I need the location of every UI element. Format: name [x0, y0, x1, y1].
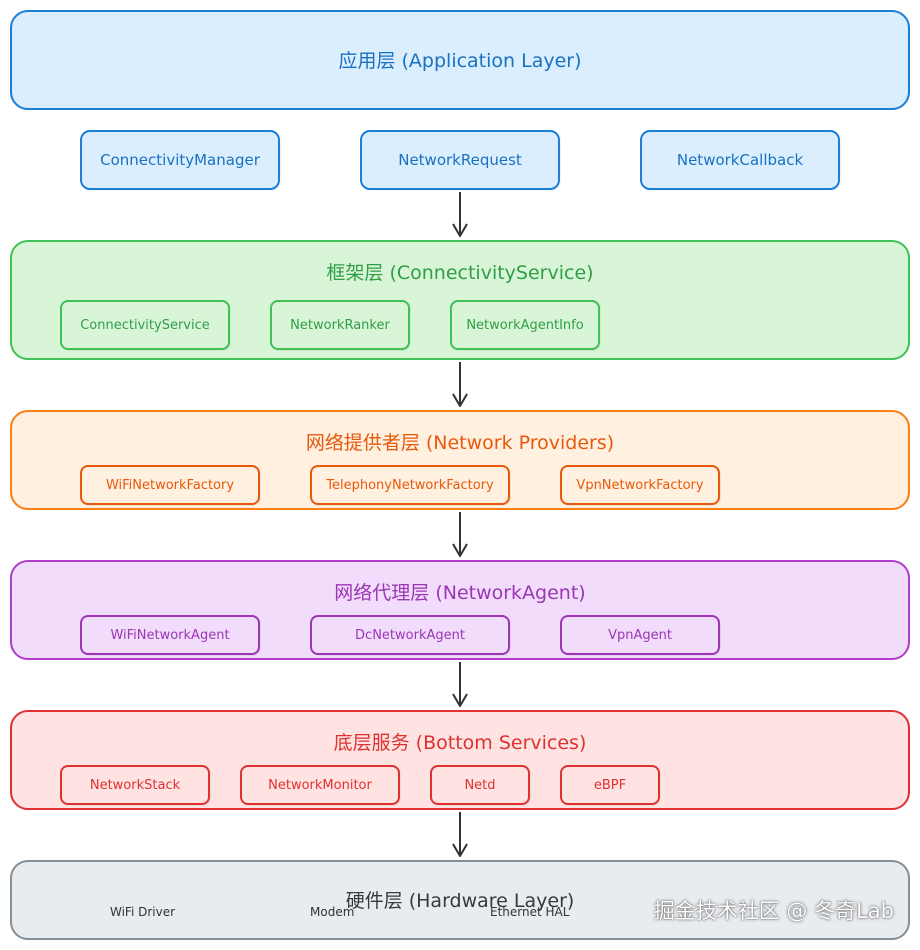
wifi-network-factory-box: WiFiNetworkFactory	[80, 465, 260, 505]
wifi-network-agent-box: WiFiNetworkAgent	[80, 615, 260, 655]
hardware-layer: 硬件层 (Hardware Layer)	[10, 860, 910, 940]
network-callback-box: NetworkCallback	[640, 130, 840, 190]
ebpf-box: eBPF	[560, 765, 660, 805]
network-providers-layer-title: 网络提供者层 (Network Providers)	[305, 432, 615, 454]
bottom-services-layer-title: 底层服务 (Bottom Services)	[333, 732, 587, 754]
telephony-network-factory-box: TelephonyNetworkFactory	[310, 465, 510, 505]
network-agent-info-box: NetworkAgentInfo	[450, 300, 600, 350]
hardware-layer-title: 硬件层 (Hardware Layer)	[345, 890, 575, 912]
application-layer: 应用层 (Application Layer)	[10, 10, 910, 110]
framework-layer-title: 框架层 (ConnectivityService)	[326, 262, 594, 284]
arrow-down-icon	[452, 512, 468, 557]
connectivity-service-box: ConnectivityService	[60, 300, 230, 350]
application-layer-title: 应用层 (Application Layer)	[338, 50, 582, 72]
network-monitor-box: NetworkMonitor	[240, 765, 400, 805]
dc-network-agent-box: DcNetworkAgent	[310, 615, 510, 655]
arrow-down-icon	[452, 362, 468, 407]
arrow-down-icon	[452, 192, 468, 237]
wifi-driver-label: WiFi Driver	[110, 905, 176, 919]
modem-label: Modem	[310, 905, 355, 919]
netd-box: Netd	[430, 765, 530, 805]
network-stack-box: NetworkStack	[60, 765, 210, 805]
ethernet-hal-label: Ethernet HAL	[490, 905, 570, 919]
arrow-down-icon	[452, 662, 468, 707]
connectivity-manager-box: ConnectivityManager	[80, 130, 280, 190]
vpn-agent-box: VpnAgent	[560, 615, 720, 655]
vpn-network-factory-box: VpnNetworkFactory	[560, 465, 720, 505]
network-request-box: NetworkRequest	[360, 130, 560, 190]
network-agent-layer-title: 网络代理层 (NetworkAgent)	[334, 582, 586, 604]
arrow-down-icon	[452, 812, 468, 857]
watermark: 掘金技术社区 @ 冬奇Lab	[653, 899, 894, 923]
network-ranker-box: NetworkRanker	[270, 300, 410, 350]
